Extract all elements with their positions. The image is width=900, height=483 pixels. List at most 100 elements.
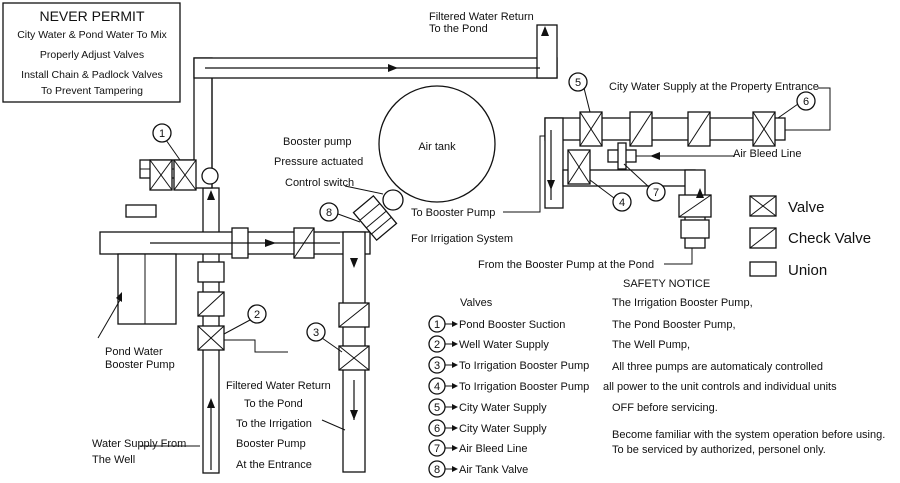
- valves-list-num: 8: [434, 464, 440, 476]
- valves-list-num: 5: [434, 402, 440, 414]
- check-valve-pond-riser: [678, 194, 712, 218]
- valves-list-item: 7 Air Bleed Line: [428, 439, 528, 457]
- callout-5: [568, 72, 588, 92]
- valve-4: [567, 149, 591, 185]
- valve-7: [607, 142, 637, 170]
- callout-6-num: 6: [803, 96, 809, 108]
- valves-list-text: Air Tank Valve: [459, 464, 528, 476]
- safety-line: All three pumps are automaticaly control…: [612, 361, 823, 373]
- filtered-return-bottom-label: To the Pond: [244, 398, 303, 410]
- diagram-labels: Filtered Water Return To the Pond City W…: [92, 11, 819, 471]
- never-permit-line: City Water & Pond Water To Mix: [17, 29, 167, 41]
- filtered-return-top-label: To the Pond: [429, 23, 488, 35]
- safety-notice: SAFETY NOTICE The Irrigation Booster Pum…: [603, 278, 885, 456]
- valves-list-text: City Water Supply: [459, 423, 547, 435]
- callout-1-num: 1: [159, 128, 165, 140]
- pond-booster-pump: [117, 253, 177, 325]
- safety-footer: To be serviced by authorized, personel o…: [612, 444, 826, 456]
- safety-line: OFF before servicing.: [612, 402, 718, 414]
- pressure-switch: [382, 189, 404, 211]
- filtered-return-bottom-label: Filtered Water Return: [226, 380, 331, 392]
- booster-switch-label: Pressure actuated: [274, 156, 363, 168]
- filtered-return-top-label: Filtered Water Return: [429, 11, 534, 23]
- callout-7: [646, 182, 666, 202]
- callout-3: [306, 322, 326, 342]
- legend-union-label: Union: [788, 262, 827, 279]
- callout-4: [612, 192, 632, 212]
- valves-list-num: 4: [434, 381, 440, 393]
- callout-2: [247, 304, 267, 324]
- left-fittings: [149, 159, 404, 371]
- safety-footer: Become familiar with the system operatio…: [612, 429, 885, 441]
- top-return-rise-pipe: [536, 24, 558, 79]
- valves-list-text: City Water Supply: [459, 402, 547, 414]
- air-tank-valve-assembly: [352, 194, 398, 242]
- safety-line: The Well Pump,: [612, 339, 690, 351]
- valves-list-title: Valves: [460, 297, 493, 309]
- callout-6: [796, 91, 816, 111]
- union-pond-riser: [680, 219, 710, 239]
- never-permit-title: NEVER PERMIT: [39, 8, 144, 24]
- callout-5-num: 5: [575, 77, 581, 89]
- safety-line: The Pond Booster Pump,: [612, 319, 736, 331]
- valves-list-item: 4 To Irrigation Booster Pump: [428, 377, 589, 395]
- safety-line: all power to the unit controls and indiv…: [603, 381, 837, 393]
- valves-list-item: 2 Well Water Supply: [428, 335, 549, 353]
- legend-check-valve-icon: [749, 227, 777, 249]
- valves-list-item: 8 Air Tank Valve: [428, 460, 528, 478]
- union-well: [197, 261, 225, 283]
- city-water-system: [544, 111, 786, 249]
- check-valve-drop: [338, 302, 370, 328]
- check-valve-city-1: [629, 111, 653, 147]
- to-irrigation-label: At the Entrance: [236, 459, 312, 471]
- valve-1: [173, 159, 197, 191]
- check-valve-well: [197, 291, 225, 317]
- callout-markers: 1 2 3 4 5 6 7 8: [152, 72, 816, 342]
- safety-line: The Irrigation Booster Pump,: [612, 297, 753, 309]
- check-valve-city-2: [687, 111, 711, 147]
- never-permit-line: To Prevent Tampering: [41, 85, 143, 97]
- flow-arrows: [97, 26, 831, 470]
- valves-list-item: 5 City Water Supply: [428, 398, 547, 416]
- callout-2-num: 2: [254, 309, 260, 321]
- city-drop-pipe: [544, 117, 564, 209]
- to-irrigation-label: To the Irrigation: [236, 418, 312, 430]
- legend-valve-label: Valve: [788, 199, 824, 216]
- for-irrigation-label: For Irrigation System: [411, 233, 513, 245]
- valves-list-text: Air Bleed Line: [459, 443, 528, 455]
- valves-list-item: 3 To Irrigation Booster Pump: [428, 356, 589, 374]
- callout-8-num: 8: [326, 207, 332, 219]
- booster-switch-label: Booster pump: [283, 136, 351, 148]
- never-permit-line: Install Chain & Padlock Valves: [21, 69, 163, 81]
- air-tank: [378, 85, 496, 203]
- valves-list-num: 3: [434, 360, 440, 372]
- legend: Valve Check Valve Union: [749, 195, 871, 279]
- pressure-gauge: [201, 167, 219, 185]
- callout-7-num: 7: [653, 187, 659, 199]
- valve-pond-suction: [149, 159, 173, 191]
- valves-list-text: To Irrigation Booster Pump: [459, 381, 589, 393]
- safety-title: SAFETY NOTICE: [623, 278, 710, 290]
- valves-list-text: Well Water Supply: [459, 339, 549, 351]
- valves-list-num: 6: [434, 423, 440, 435]
- callout-1: [152, 123, 172, 143]
- air-tank-label: Air tank: [418, 141, 456, 153]
- legend-check-valve-label: Check Valve: [788, 230, 871, 247]
- never-permit-notice: NEVER PERMIT City Water & Pond Water To …: [2, 2, 181, 103]
- callout-3-num: 3: [313, 327, 319, 339]
- water-supply-label: The Well: [92, 454, 135, 466]
- valves-list-num: 1: [434, 319, 440, 331]
- valve-2: [197, 325, 225, 351]
- callout-4-num: 4: [619, 197, 625, 209]
- legend-valve-icon: [749, 195, 777, 217]
- booster-switch-label: Control switch: [285, 177, 354, 189]
- valves-list-num: 7: [434, 443, 440, 455]
- valves-list-text: Pond Booster Suction: [459, 319, 565, 331]
- valves-list-item: 1 Pond Booster Suction: [428, 315, 565, 333]
- valve-6: [752, 111, 776, 147]
- valves-list-num: 2: [434, 339, 440, 351]
- legend-union-icon: [749, 261, 777, 277]
- pond-booster-label: Booster Pump: [105, 359, 175, 371]
- water-supply-label: Water Supply From: [92, 438, 186, 450]
